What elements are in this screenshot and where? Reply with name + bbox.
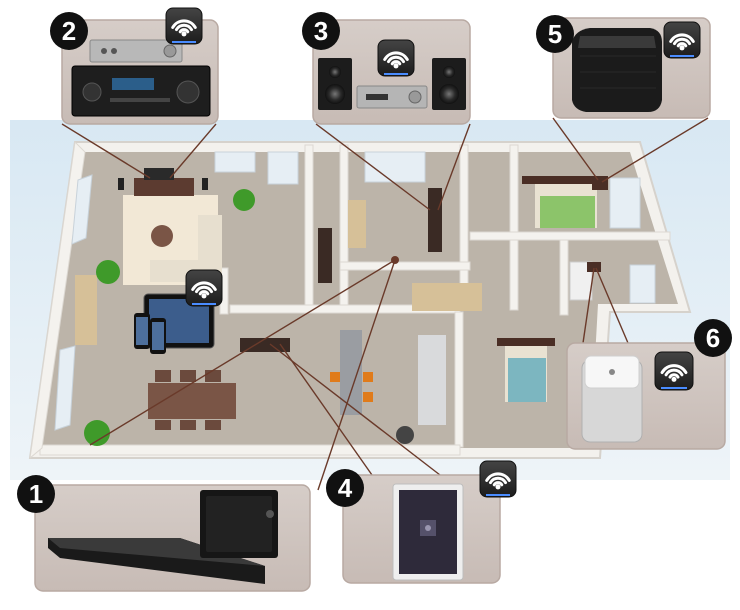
callout-soundbar [34, 484, 311, 592]
connector-lines [61, 117, 709, 491]
wifi-icon [165, 7, 203, 45]
number-badge-1: 1 [17, 475, 55, 513]
soundbar-device [48, 490, 278, 584]
number-badge-4: 4 [326, 469, 364, 507]
badge-number: 2 [62, 16, 76, 46]
house-floorplan [28, 140, 692, 460]
number-badge-2: 2 [50, 12, 88, 50]
badge-number: 5 [548, 19, 562, 49]
desktop-audio-device [392, 483, 464, 581]
badge-circle [536, 15, 574, 53]
bed-guest [497, 338, 555, 402]
callout-hifi-stack [61, 19, 219, 125]
number-badge-5: 5 [536, 15, 574, 53]
number-badge-6: 6 [694, 319, 732, 357]
badge-circle [694, 319, 732, 357]
compact-speaker-device [581, 355, 643, 443]
badge-circle [50, 12, 88, 50]
plant-icon [84, 189, 255, 446]
badge-circle [17, 475, 55, 513]
tablet-and-phones-device [134, 293, 215, 354]
bed-master [522, 176, 600, 228]
coffee-table [151, 225, 173, 247]
badge-number: 3 [314, 16, 328, 46]
callout-desktop-audio [342, 474, 501, 584]
wireless-speaker-device [572, 28, 662, 112]
badge-circle [302, 12, 340, 50]
badge-number: 6 [706, 323, 720, 353]
bookshelf-speakers-device [318, 58, 466, 110]
badge-number: 1 [29, 479, 43, 509]
wifi-icon [663, 21, 701, 59]
wifi-icon [654, 351, 694, 391]
callout-compact-speaker [566, 342, 726, 450]
wifi-icon [479, 460, 517, 498]
hifi-stack-device [71, 39, 211, 117]
number-badge-3: 3 [302, 12, 340, 50]
wifi-icon [377, 39, 415, 77]
badge-circle [326, 469, 364, 507]
wifi-icon [185, 269, 223, 307]
badge-number: 4 [338, 473, 353, 503]
